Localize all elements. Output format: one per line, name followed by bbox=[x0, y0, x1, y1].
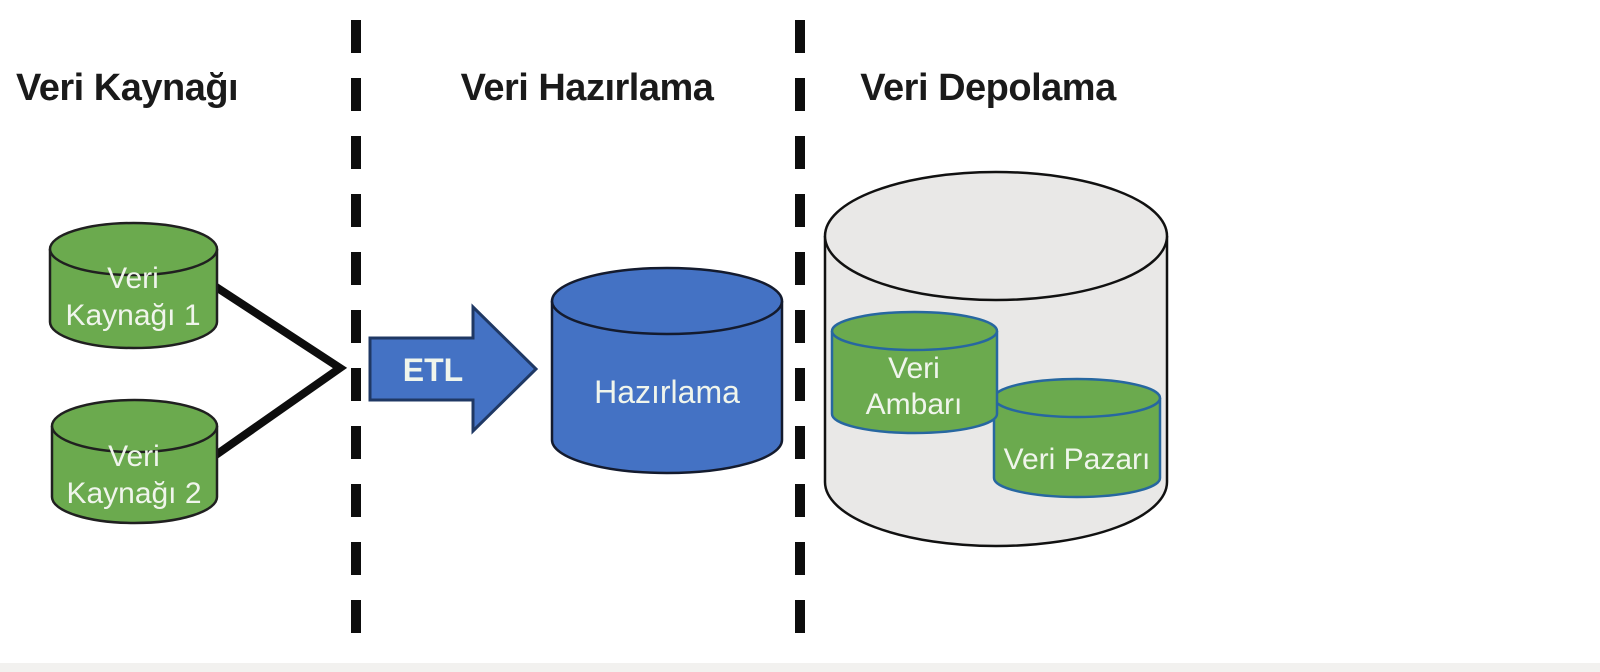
staging-body bbox=[550, 301, 784, 475]
etl-arrow-shape bbox=[368, 303, 539, 435]
source-2-body bbox=[50, 426, 219, 525]
source-1-top bbox=[48, 221, 219, 277]
warehouse-body bbox=[830, 331, 999, 435]
source-2-label-line-1: Veri bbox=[108, 440, 160, 473]
source-1-body bbox=[48, 249, 219, 350]
staging-label: Hazırlama bbox=[594, 374, 740, 410]
warehouse-cylinder: Veri Ambarı bbox=[830, 310, 999, 435]
staging-cylinder: Hazırlama bbox=[550, 266, 784, 475]
datamart-body bbox=[992, 398, 1162, 499]
etl-arrow: ETL bbox=[368, 303, 539, 435]
datamart-label: Veri Pazarı bbox=[1004, 443, 1151, 476]
warehouse-top bbox=[830, 310, 999, 352]
section-title-data-preparation: Veri Hazırlama bbox=[461, 67, 715, 109]
staging-top bbox=[550, 266, 784, 336]
source-2-label-line-2: Kaynağı 2 bbox=[66, 477, 201, 510]
bottom-edge-band bbox=[0, 663, 1600, 672]
datamart-top bbox=[992, 377, 1162, 419]
etl-arrow-label: ETL bbox=[403, 352, 463, 388]
source-2-top bbox=[50, 398, 219, 454]
section-title-data-source: Veri Kaynağı bbox=[16, 67, 238, 109]
source-1-label-line-2: Kaynağı 1 bbox=[65, 299, 200, 332]
datamart-cylinder: Veri Pazarı bbox=[992, 377, 1162, 499]
warehouse-label-line-1: Veri bbox=[888, 352, 940, 385]
storage-top bbox=[823, 170, 1169, 302]
source-1-cylinder: Veri Kaynağı 1 bbox=[48, 221, 219, 350]
merge-connector bbox=[210, 281, 348, 461]
section-title-data-storage: Veri Depolama bbox=[860, 67, 1117, 109]
source-1-label-line-1: Veri bbox=[107, 262, 159, 295]
warehouse-label-line-2: Ambarı bbox=[866, 388, 963, 421]
source-2-cylinder: Veri Kaynağı 2 bbox=[50, 398, 219, 525]
